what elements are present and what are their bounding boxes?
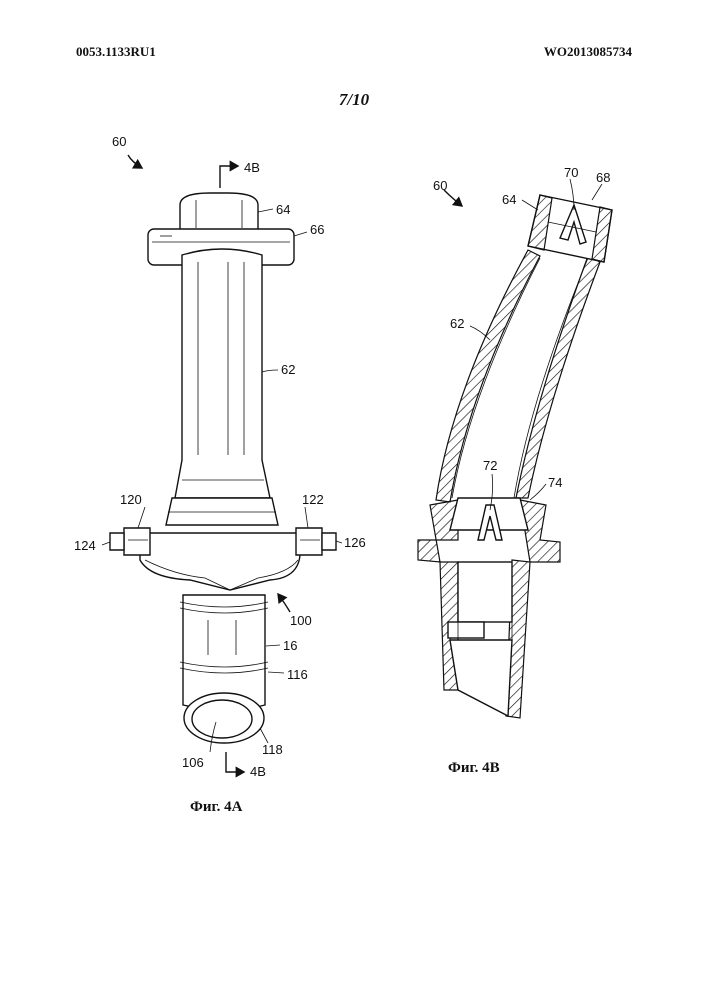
caption-fig-4a: Фиг. 4A bbox=[190, 799, 243, 815]
rim-118-shape bbox=[184, 693, 264, 743]
label-72: 72 bbox=[483, 458, 497, 473]
label-64-4a: 64 bbox=[276, 202, 290, 217]
label-62-4a: 62 bbox=[281, 362, 295, 377]
label-124: 124 bbox=[74, 538, 96, 553]
figure-4b bbox=[418, 179, 612, 718]
label-60-4a: 60 bbox=[112, 134, 126, 149]
label-66: 66 bbox=[310, 222, 324, 237]
label-120: 120 bbox=[120, 492, 142, 507]
label-68: 68 bbox=[596, 170, 610, 185]
label-62-4b: 62 bbox=[450, 316, 464, 331]
label-126: 126 bbox=[344, 535, 366, 550]
section-marker-top: 4B bbox=[244, 160, 260, 175]
label-64-4b: 64 bbox=[502, 192, 516, 207]
tube-62-shape bbox=[166, 249, 278, 525]
label-16: 16 bbox=[283, 638, 297, 653]
collar-100-shape bbox=[110, 528, 336, 590]
label-74: 74 bbox=[548, 475, 562, 490]
label-100: 100 bbox=[290, 613, 312, 628]
label-122: 122 bbox=[302, 492, 324, 507]
label-60-4b: 60 bbox=[433, 178, 447, 193]
caption-fig-4b: Фиг. 4B bbox=[448, 760, 500, 776]
valve-housing-4b bbox=[418, 498, 560, 718]
label-70: 70 bbox=[564, 165, 578, 180]
label-118: 118 bbox=[262, 742, 283, 757]
section-marker-bottom: 4B bbox=[250, 764, 266, 779]
end-cap-4b bbox=[528, 195, 612, 262]
label-106: 106 bbox=[182, 755, 204, 770]
label-116: 116 bbox=[287, 667, 308, 682]
cap-64-shape bbox=[180, 193, 258, 230]
